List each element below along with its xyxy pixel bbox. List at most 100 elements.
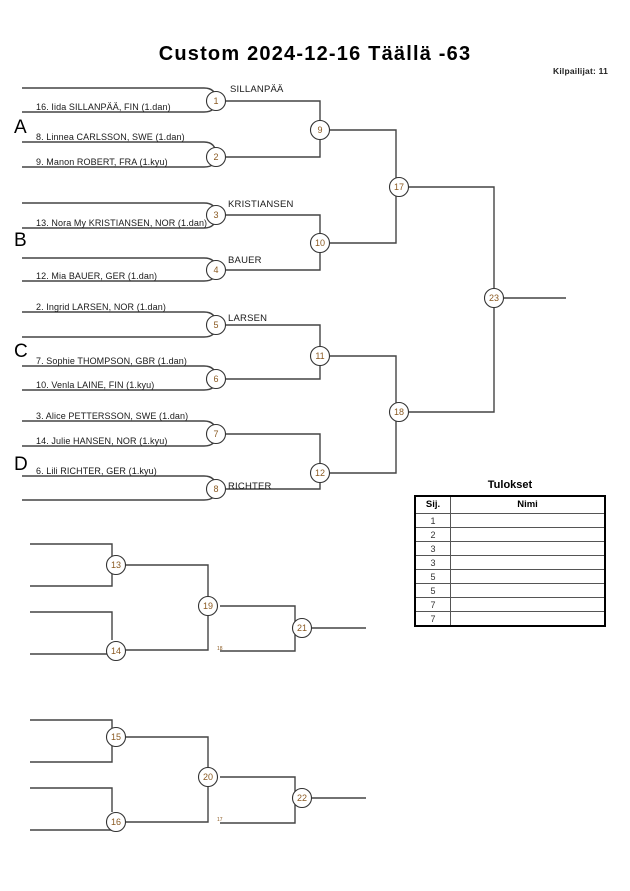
match-node-22 <box>291 787 313 809</box>
match-node-9 <box>309 119 331 141</box>
match-node-17 <box>388 176 410 198</box>
match-label-3: 3 <box>213 210 218 220</box>
match-node-12 <box>309 462 331 484</box>
match-label-9: 9 <box>317 125 322 135</box>
match-label-5: 5 <box>213 320 218 330</box>
match-label-4: 4 <box>213 265 218 275</box>
page-title: Custom 2024-12-16 Täällä -63 <box>158 43 472 65</box>
entrant-label: 12. Mia BAUER, GER (1.dan) <box>36 271 158 281</box>
competitor-count: Kilpailijat: 11 <box>553 66 608 76</box>
results-panel: Tulokset Sij. Nimi 1 2 3 <box>414 479 606 627</box>
match-label-11: 11 <box>315 351 324 361</box>
match-label-16: 16 <box>111 817 121 827</box>
match-node-18 <box>388 401 410 423</box>
results-col-rank: Sij. <box>414 495 451 514</box>
result-rank: 5 <box>414 583 451 598</box>
entrant-label: 3. Alice PETTERSSON, SWE (1.dan) <box>36 411 189 421</box>
match-label-12: 12 <box>315 468 325 478</box>
result-rank: 2 <box>414 527 451 542</box>
match-label-14: 14 <box>111 646 121 656</box>
match-label-1: 1 <box>213 96 218 106</box>
match-node-3 <box>205 204 227 226</box>
result-rank: 7 <box>414 597 451 612</box>
result-name <box>450 541 606 556</box>
match-node-10 <box>309 232 331 254</box>
results-col-name: Nimi <box>450 495 606 514</box>
entrant-label: 14. Julie HANSEN, NOR (1.kyu) <box>36 436 168 446</box>
match-label-22: 22 <box>297 793 307 803</box>
result-name <box>450 597 606 612</box>
entrant-label: 9. Manon ROBERT, FRA (1.kyu) <box>36 157 168 167</box>
table-row[interactable]: 2 <box>414 527 606 542</box>
match-node-20 <box>197 766 219 788</box>
match-label-15: 15 <box>111 732 121 742</box>
match-node-19 <box>197 595 219 617</box>
table-row[interactable]: 3 <box>414 555 606 570</box>
table-row[interactable]: 7 <box>414 611 606 627</box>
match-node-6 <box>205 368 227 390</box>
match-label-8: 8 <box>213 484 218 494</box>
results-title: Tulokset <box>487 479 533 491</box>
match-node-21 <box>291 617 313 639</box>
entrant-label: 16. Iida SILLANPÄÄ, FIN (1.dan) <box>36 102 171 112</box>
group-letter-c: C <box>14 341 28 362</box>
match-node-16 <box>105 811 127 833</box>
result-rank: 1 <box>414 513 451 528</box>
match-label-19: 19 <box>203 601 213 611</box>
entrant-label: 6. Lili RICHTER, GER (1.kyu) <box>36 466 157 476</box>
match-label-23: 23 <box>489 293 499 303</box>
match-label-17: 17 <box>394 182 404 192</box>
table-row[interactable]: 1 <box>414 513 606 528</box>
match-node-4 <box>205 259 227 281</box>
tiny-label-17: 17 <box>217 817 223 823</box>
table-row[interactable]: 5 <box>414 569 606 584</box>
winner-label: KRISTIANSEN <box>228 199 294 210</box>
results-header-row: Sij. Nimi <box>414 495 606 514</box>
match-node-7 <box>205 423 227 445</box>
match-label-10: 10 <box>315 238 325 248</box>
match-label-6: 6 <box>213 374 218 384</box>
winner-label: BAUER <box>228 255 262 266</box>
entrant-label: 10. Venla LAINE, FIN (1.kyu) <box>36 380 155 390</box>
table-row[interactable]: 5 <box>414 583 606 598</box>
result-rank: 5 <box>414 569 451 584</box>
result-name <box>450 555 606 570</box>
group-letter-a: A <box>14 117 27 138</box>
group-letter-d: D <box>14 454 28 475</box>
match-label-21: 21 <box>297 623 307 633</box>
entrant-label: 8. Linnea CARLSSON, SWE (1.dan) <box>36 132 185 142</box>
winner-label: LARSEN <box>228 313 268 324</box>
result-name <box>450 513 606 528</box>
result-rank: 7 <box>414 611 451 627</box>
entrant-label: 2. Ingrid LARSEN, NOR (1.dan) <box>36 302 166 312</box>
tiny-label-18: 18 <box>217 646 223 652</box>
match-label-20: 20 <box>203 772 213 782</box>
table-row[interactable]: 3 <box>414 541 606 556</box>
winner-label: SILLANPÄÄ <box>230 84 284 95</box>
winner-label: RICHTER <box>228 481 272 492</box>
match-label-7: 7 <box>213 429 218 439</box>
match-node-5 <box>205 314 227 336</box>
match-label-18: 18 <box>394 407 404 417</box>
result-name <box>450 569 606 584</box>
match-node-23 <box>483 287 505 309</box>
match-node-13 <box>105 554 127 576</box>
result-name <box>450 583 606 598</box>
result-rank: 3 <box>414 541 451 556</box>
match-node-1 <box>205 90 227 112</box>
result-rank: 3 <box>414 555 451 570</box>
result-name <box>450 527 606 542</box>
match-node-8 <box>205 478 227 500</box>
result-name <box>450 611 606 627</box>
match-node-2 <box>205 146 227 168</box>
table-row[interactable]: 7 <box>414 597 606 612</box>
results-table: Sij. Nimi 1 2 3 3 <box>414 495 606 627</box>
match-node-15 <box>105 726 127 748</box>
entrant-label: 13. Nora My KRISTIANSEN, NOR (1.dan) <box>36 218 208 228</box>
match-label-2: 2 <box>213 152 218 162</box>
match-label-13: 13 <box>111 560 121 570</box>
entrant-label: 7. Sophie THOMPSON, GBR (1.dan) <box>36 356 187 366</box>
match-node-14 <box>105 640 127 662</box>
match-node-11 <box>309 345 331 367</box>
